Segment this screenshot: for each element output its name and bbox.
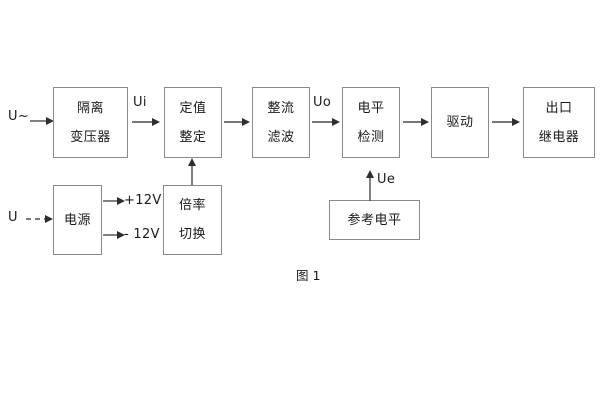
input-ac-label: U~ (8, 109, 30, 124)
arrow-drive-to-relay (492, 117, 520, 127)
arrow-multiplier-to-setpoint (187, 158, 197, 185)
arrow-rail-negative (103, 230, 127, 240)
signal-uo-label: Uo (313, 95, 332, 110)
block-line: 电源 (63, 212, 91, 228)
block-power-supply: 电源 (53, 185, 102, 255)
block-line: 切换 (178, 227, 206, 242)
block-setpoint-setting: 定值 整定 (164, 87, 222, 158)
block-line: 驱动 (446, 115, 474, 130)
block-line: 变压器 (70, 129, 111, 145)
block-drive: 驱动 (431, 87, 489, 158)
arrow-ac-to-transformer (30, 116, 54, 126)
block-line: 整流 (267, 100, 295, 116)
rail-negative-label: - 12V (124, 227, 160, 242)
arrow-rail-positive (103, 196, 127, 206)
block-line: 倍率 (178, 198, 206, 213)
block-multiplier-switch: 倍率 切换 (163, 185, 222, 255)
block-line: 整定 (179, 129, 207, 145)
block-line: 继电器 (538, 129, 580, 145)
figure-caption: 图 1 (296, 268, 321, 283)
block-line: 电平 (357, 100, 385, 116)
arrow-transformer-to-setpoint (132, 117, 160, 127)
block-line: 检测 (357, 129, 385, 145)
block-reference-level: 参考电平 (329, 200, 420, 240)
signal-ue-label: Ue (377, 172, 396, 187)
arrow-setpoint-to-rectify (224, 117, 250, 127)
block-line: 定值 (179, 100, 207, 116)
block-level-detection: 电平 检测 (342, 87, 400, 158)
arrow-reference-to-level (365, 170, 375, 201)
arrow-rectify-to-level (312, 117, 340, 127)
block-isolation-transformer: 隔离 变压器 (53, 87, 128, 158)
signal-ui-label: Ui (133, 95, 147, 110)
block-output-relay: 出口 继电器 (523, 87, 595, 158)
block-rectify-filter: 整流 滤波 (252, 87, 310, 158)
block-line: 参考电平 (347, 212, 402, 228)
block-line: 出口 (545, 100, 573, 116)
block-line: 滤波 (267, 129, 295, 145)
arrow-dc-to-power-supply (26, 214, 54, 224)
block-line: 隔离 (76, 100, 104, 116)
input-dc-label: U (8, 210, 18, 225)
rail-positive-label: +12V (124, 193, 162, 208)
arrow-level-to-drive (403, 117, 429, 127)
